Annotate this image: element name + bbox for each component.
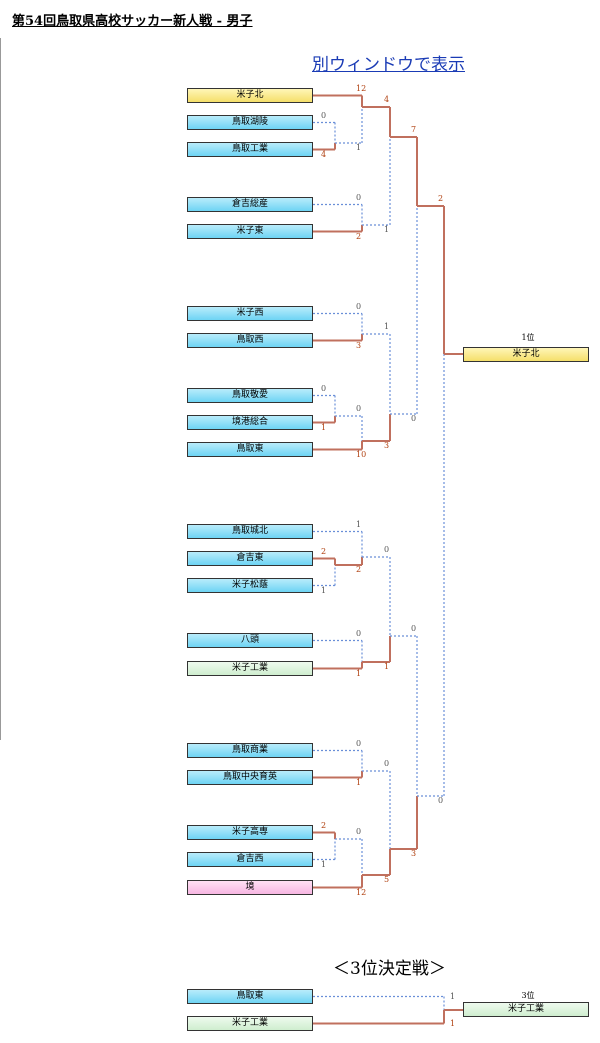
m7-score-b: 3 xyxy=(356,340,362,350)
m18-score-b: 3 xyxy=(411,849,417,858)
champion-box[interactable]: 米子北 xyxy=(463,347,589,362)
m13-score-a: 4 xyxy=(384,95,390,104)
team-box-7[interactable]: 鳥取西 xyxy=(187,333,313,348)
m16-score-a: 0 xyxy=(384,759,390,768)
m5-score-a: 12 xyxy=(356,83,367,93)
team-box-10[interactable]: 鳥取東 xyxy=(187,442,313,457)
team-box-15[interactable]: 米子工業 xyxy=(187,661,313,676)
champion-label: 1位 xyxy=(521,333,535,342)
m7-score-a: 0 xyxy=(356,301,362,311)
team-box-16[interactable]: 鳥取商業 xyxy=(187,743,313,758)
m1-score-a: 0 xyxy=(321,110,327,120)
third-place-team-a[interactable]: 鳥取東 xyxy=(187,989,313,1004)
team-box-17[interactable]: 鳥取中央育英 xyxy=(187,770,313,785)
m1-score-b: 4 xyxy=(321,149,327,159)
m12-score-a: 0 xyxy=(356,827,362,836)
team-box-4[interactable]: 倉吉総産 xyxy=(187,197,313,212)
team-box-8[interactable]: 鳥取敬愛 xyxy=(187,388,313,403)
m11-score-b: 1 xyxy=(356,777,362,787)
m8-score-b: 10 xyxy=(356,449,367,459)
m14-score-a: 1 xyxy=(384,322,390,331)
m15-score-b: 1 xyxy=(384,662,390,671)
third-place-label: 3位 xyxy=(521,991,535,1000)
m15-score-a: 0 xyxy=(384,545,390,554)
third-place-title: ＜3位決定戦＞ xyxy=(333,959,446,979)
third-place-team-b[interactable]: 米子工業 xyxy=(187,1016,313,1031)
third-place-score-a: 1 xyxy=(450,992,456,1001)
m6-score-b: 2 xyxy=(356,231,362,241)
team-box-14[interactable]: 八頭 xyxy=(187,633,313,648)
m13-score-b: 1 xyxy=(384,225,390,234)
team-box-1[interactable]: 米子北 xyxy=(187,88,313,103)
m3-score-a: 2 xyxy=(321,546,327,556)
m14-score-b: 3 xyxy=(384,441,390,450)
m12-score-b: 12 xyxy=(356,887,367,897)
m9-score-b: 2 xyxy=(356,565,362,574)
open-in-new-window-link[interactable]: 別ウィンドウで表示 xyxy=(312,55,465,75)
bracket-lines xyxy=(313,94,463,889)
left-border-rule xyxy=(0,38,1,740)
page-title: 第54回鳥取県高校サッカー新人戦 - 男子 xyxy=(12,14,253,29)
m8-score-a: 0 xyxy=(356,404,362,413)
team-box-6[interactable]: 米子西 xyxy=(187,306,313,321)
m3-score-b: 1 xyxy=(321,585,327,595)
team-box-3[interactable]: 鳥取工業 xyxy=(187,142,313,157)
team-box-13[interactable]: 米子松蔭 xyxy=(187,578,313,593)
m10-score-a: 0 xyxy=(356,628,362,638)
team-box-2[interactable]: 鳥取湖陵 xyxy=(187,115,313,130)
team-box-18[interactable]: 米子高専 xyxy=(187,825,313,840)
team-box-11[interactable]: 鳥取城北 xyxy=(187,524,313,539)
m11-score-a: 0 xyxy=(356,738,362,748)
team-box-20[interactable]: 境 xyxy=(187,880,313,895)
team-box-12[interactable]: 倉吉東 xyxy=(187,551,313,566)
team-box-9[interactable]: 境港総合 xyxy=(187,415,313,430)
m2-score-b: 1 xyxy=(321,422,327,432)
third-place-result-box[interactable]: 米子工業 xyxy=(463,1002,589,1017)
m6-score-a: 0 xyxy=(356,192,362,202)
m5-score-b: 1 xyxy=(356,143,362,152)
m9-score-a: 1 xyxy=(356,519,362,529)
m4-score-b: 1 xyxy=(321,859,327,869)
m16-score-b: 5 xyxy=(384,875,390,884)
m17-score-b: 0 xyxy=(411,414,417,423)
third-place-score-b: 1 xyxy=(450,1019,456,1028)
m2-score-a: 0 xyxy=(321,383,327,393)
team-box-19[interactable]: 倉吉西 xyxy=(187,852,313,867)
m10-score-b: 1 xyxy=(356,668,362,678)
team-box-5[interactable]: 米子東 xyxy=(187,224,313,239)
m17-score-a: 7 xyxy=(411,125,417,134)
m18-score-a: 0 xyxy=(411,624,417,633)
m19-score-b: 0 xyxy=(438,796,444,805)
m4-score-a: 2 xyxy=(321,820,327,830)
m19-score-a: 2 xyxy=(438,194,444,203)
